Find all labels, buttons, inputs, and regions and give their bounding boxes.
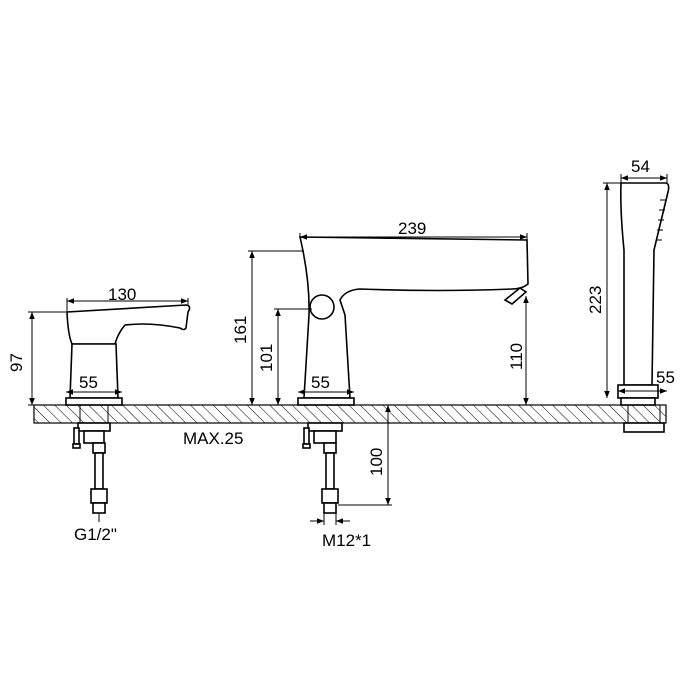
dim-basin-handle-length: 130 [108, 285, 136, 304]
dim-max-deck-thickness: MAX.25 [183, 429, 243, 448]
dim-hose-length: 100 [367, 448, 386, 476]
dim-inlet-thread: G1/2" [74, 525, 117, 544]
deck-countertop [33, 404, 667, 424]
bath-spout [297, 236, 529, 514]
dim-spout-valve-height: 101 [257, 344, 276, 372]
hand-shower [617, 182, 670, 433]
dim-shower-head-width: 54 [631, 157, 650, 176]
basin-mixer [65, 304, 191, 514]
dim-stud-thread: M12*1 [322, 531, 371, 550]
dim-basin-height: 97 [7, 353, 26, 372]
dim-spout-height: 161 [231, 316, 250, 344]
dim-shower-base-width: 55 [656, 368, 675, 387]
dim-shower-height: 223 [586, 286, 605, 314]
dim-spout-length: 239 [398, 219, 426, 238]
dimension-lines [28, 174, 668, 525]
dim-spout-base-width: 55 [311, 373, 330, 392]
dim-basin-base-width: 55 [79, 373, 98, 392]
dim-spout-outlet-height: 110 [507, 343, 526, 370]
